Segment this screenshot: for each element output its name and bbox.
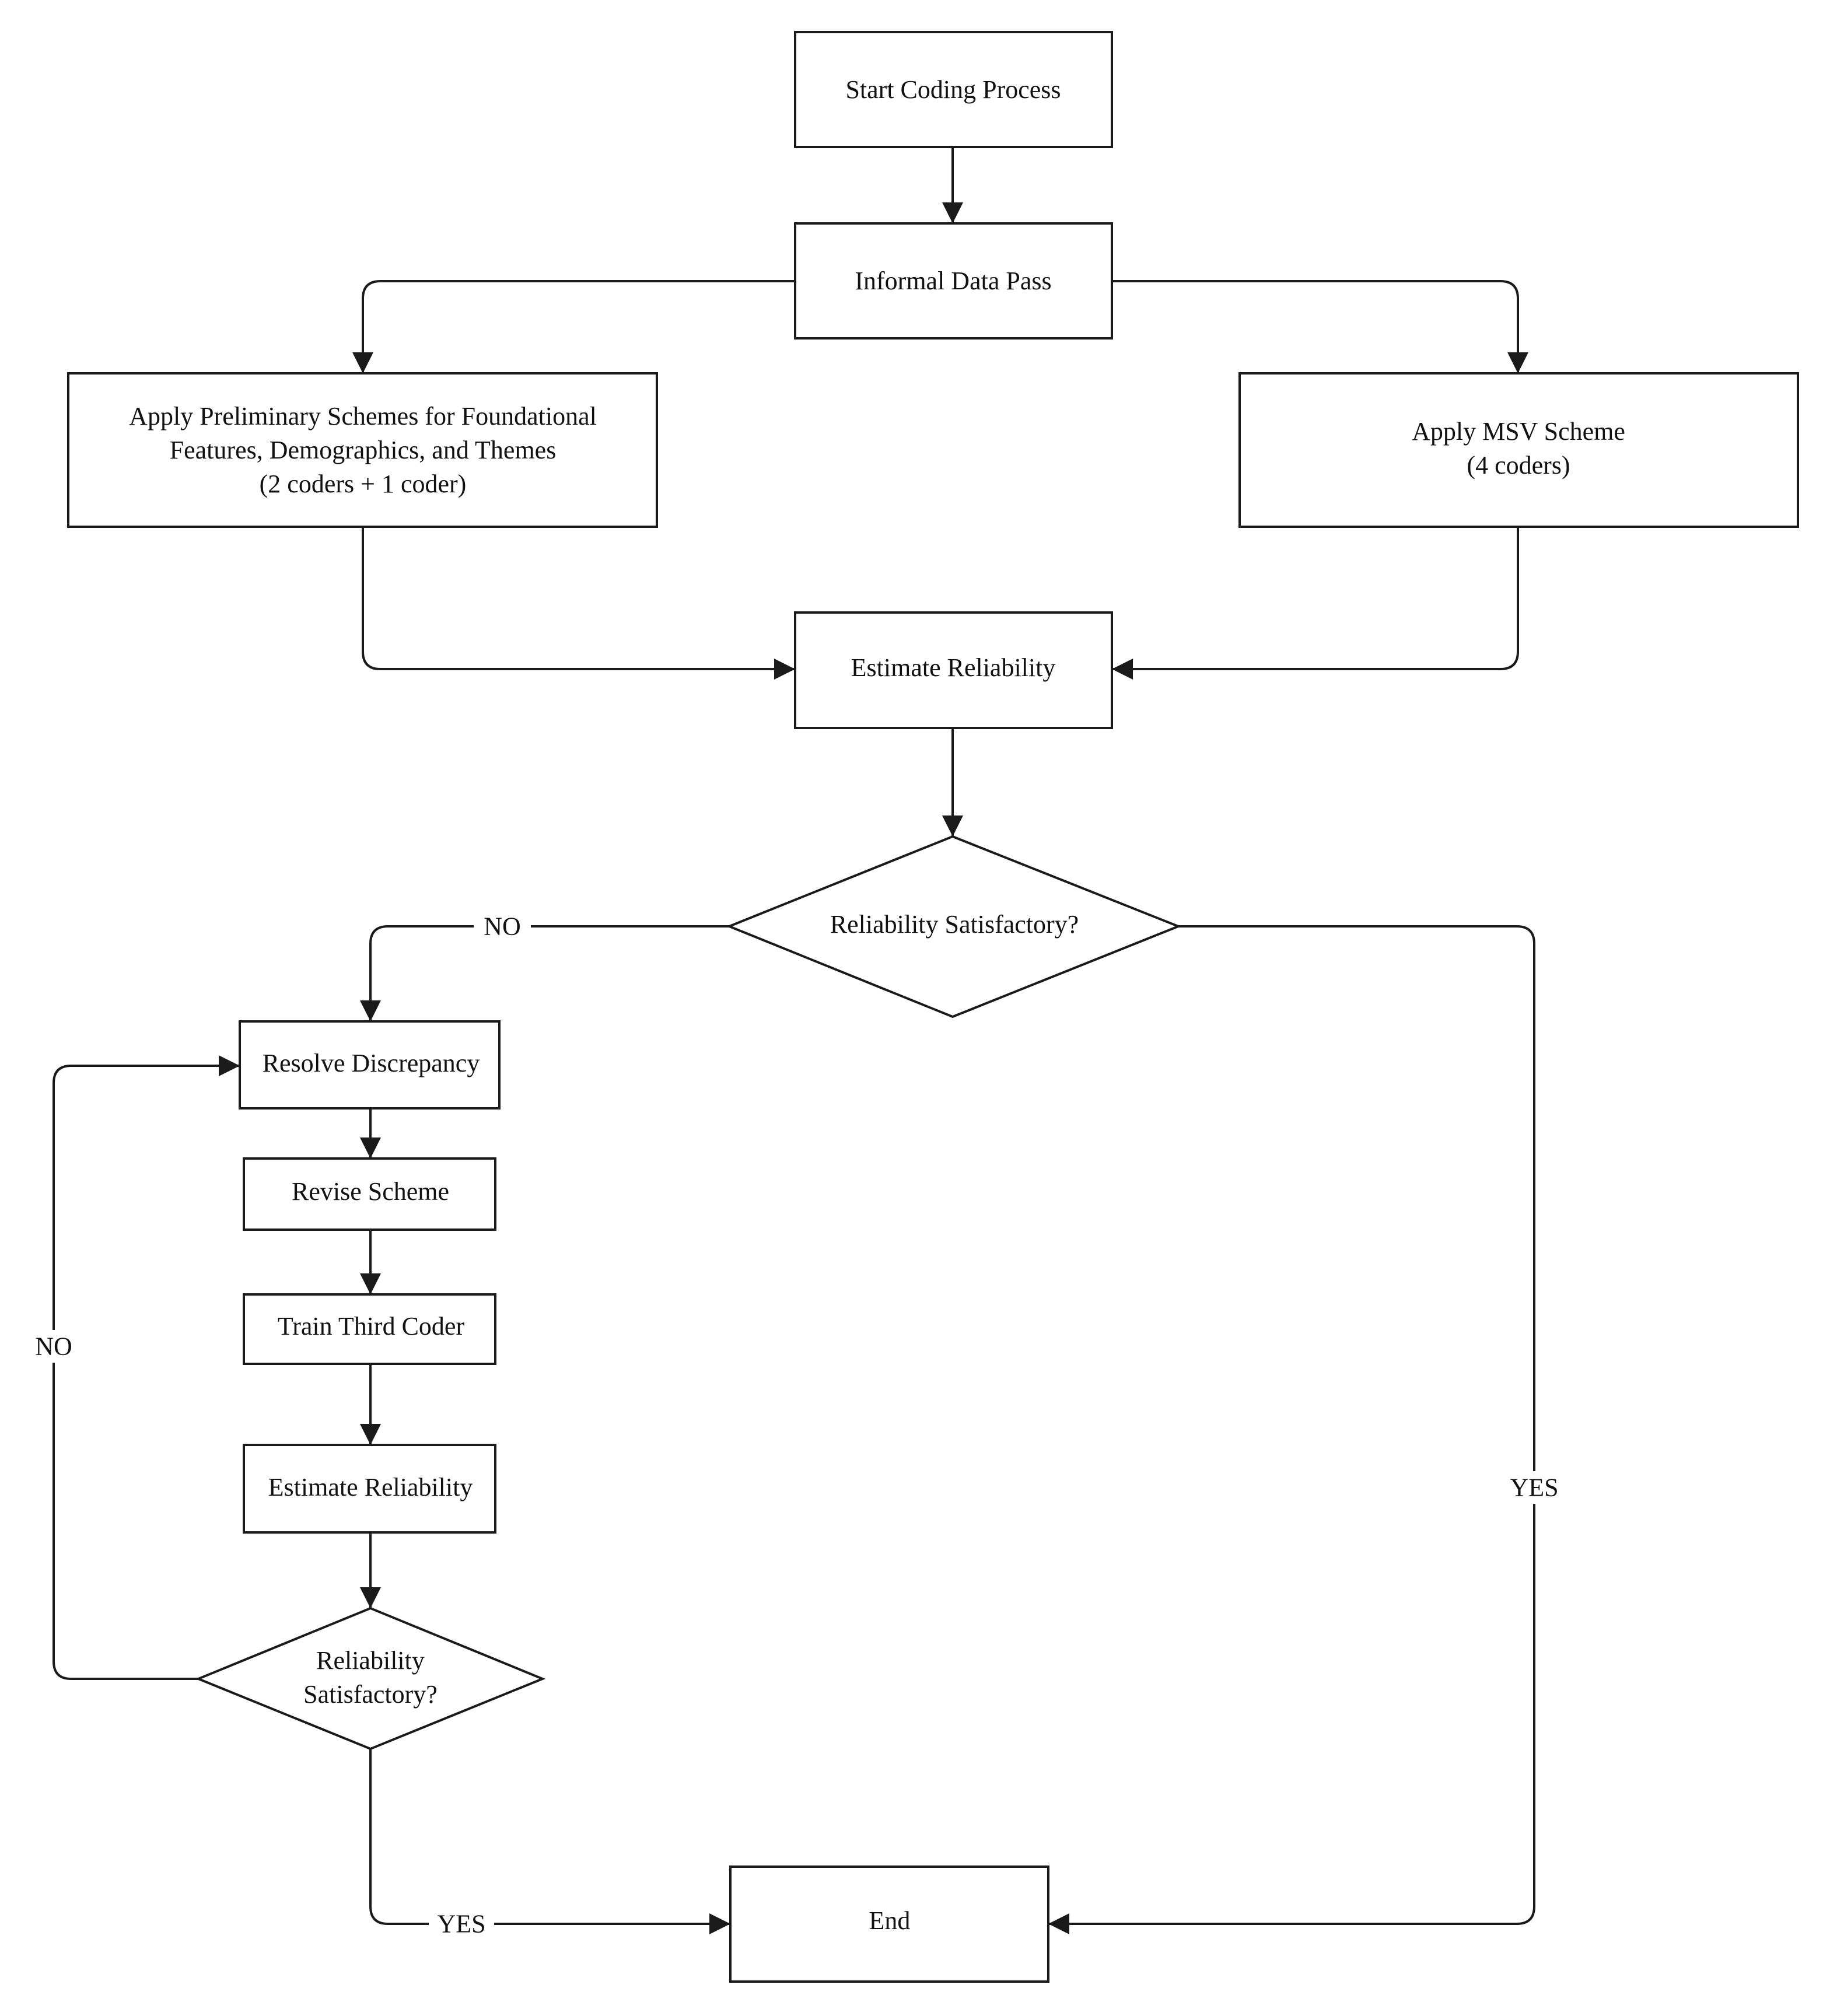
node-label-line: Revise Scheme	[292, 1177, 449, 1206]
label-bg-d2-no	[26, 1330, 81, 1363]
node-preliminary-box	[67, 372, 658, 528]
node-label-line: Satisfactory?	[303, 1680, 438, 1709]
node-decision1-diamond	[726, 835, 1182, 1019]
edge-decision2-no-to-resolve	[53, 1055, 240, 1680]
node-estimate1-label: Estimate Reliability	[851, 653, 1056, 682]
node-msv-box	[1238, 372, 1799, 528]
node-revise-box	[243, 1157, 496, 1231]
node-label-line: End	[869, 1906, 911, 1935]
label-bg-d2-yes	[429, 1908, 494, 1940]
node-revise-scheme: Revise Scheme	[243, 1157, 496, 1231]
node-train-label: Train Third Coder	[278, 1312, 465, 1340]
node-preliminary-schemes: Apply Preliminary Schemes for Foundation…	[67, 372, 658, 528]
node-label-line: Informal Data Pass	[855, 267, 1051, 295]
node-start-label: Start Coding Process	[845, 75, 1061, 104]
node-estimate2-box	[243, 1444, 496, 1534]
node-train-box	[243, 1293, 496, 1365]
node-label-line: Train Third Coder	[278, 1312, 465, 1340]
node-resolve-discrepancy: Resolve Discrepancy	[239, 1020, 501, 1110]
edge-msv-to-estimate1	[1112, 527, 1519, 680]
node-label-line: (2 coders + 1 coder)	[260, 470, 467, 498]
edge-informal-to-msv	[1112, 280, 1528, 373]
node-label-line: Estimate Reliability	[851, 653, 1056, 682]
edge-label-decision2-no: NO	[35, 1332, 72, 1361]
node-label-line: Features, Demographics, and Themes	[170, 436, 557, 464]
node-preliminary-label: Apply Preliminary Schemes for Foundation…	[129, 402, 597, 498]
edge-label-decision1-yes: YES	[1510, 1474, 1558, 1502]
node-msv-label: Apply MSV Scheme (4 coders)	[1412, 417, 1625, 480]
node-informal-box	[794, 222, 1113, 340]
node-estimate-reliability-2: Estimate Reliability	[243, 1444, 496, 1534]
node-decision1-label: Reliability Satisfactory?	[830, 910, 1079, 939]
node-estimate2-label: Estimate Reliability	[268, 1473, 473, 1502]
node-label-line: Apply MSV Scheme	[1412, 417, 1625, 446]
node-label-line: Start Coding Process	[845, 75, 1061, 104]
node-msv-scheme: Apply MSV Scheme (4 coders)	[1238, 372, 1799, 528]
node-label-line: Resolve Discrepancy	[263, 1049, 480, 1077]
node-label-line: Apply Preliminary Schemes for Foundation…	[129, 402, 597, 430]
node-informal-data-pass: Informal Data Pass	[794, 222, 1113, 340]
node-label-line: Reliability	[316, 1646, 425, 1675]
node-train-third-coder: Train Third Coder	[243, 1293, 496, 1365]
node-label-line: Reliability Satisfactory?	[830, 910, 1079, 939]
edge-decision2-yes-to-end	[369, 1749, 730, 1934]
node-end-box	[729, 1866, 1049, 1983]
edge-decision1-no-to-resolve	[360, 925, 729, 1021]
edges	[53, 147, 1535, 1934]
edge-label-decision2-yes: YES	[437, 1910, 485, 1938]
node-label-line: Estimate Reliability	[268, 1473, 473, 1502]
node-start-box	[794, 31, 1113, 148]
edge-labels: NO YES NO YES	[26, 910, 1568, 1940]
node-estimate-reliability-1: Estimate Reliability	[794, 611, 1113, 729]
node-decision2-diamond	[195, 1606, 546, 1751]
node-label-line: (4 coders)	[1467, 451, 1570, 480]
label-bg-d1-yes	[1500, 1471, 1568, 1504]
edge-informal-to-preliminary	[352, 280, 795, 373]
node-resolve-box	[239, 1020, 501, 1110]
node-end-label: End	[869, 1906, 911, 1935]
edge-label-decision1-no: NO	[484, 912, 521, 941]
node-resolve-label: Resolve Discrepancy	[263, 1049, 480, 1077]
node-estimate1-box	[794, 611, 1113, 729]
node-start: Start Coding Process	[794, 31, 1113, 148]
edge-preliminary-to-estimate1	[362, 527, 795, 680]
node-informal-label: Informal Data Pass	[855, 267, 1051, 295]
node-end: End	[729, 1866, 1049, 1983]
edge-decision1-yes-to-end	[1048, 925, 1535, 1934]
nodes: Start Coding Process Informal Data Pass …	[67, 31, 1799, 1983]
label-bg-d1-no	[474, 910, 531, 943]
node-decision-1: Reliability Satisfactory?	[726, 835, 1182, 1019]
node-revise-label: Revise Scheme	[292, 1177, 449, 1206]
